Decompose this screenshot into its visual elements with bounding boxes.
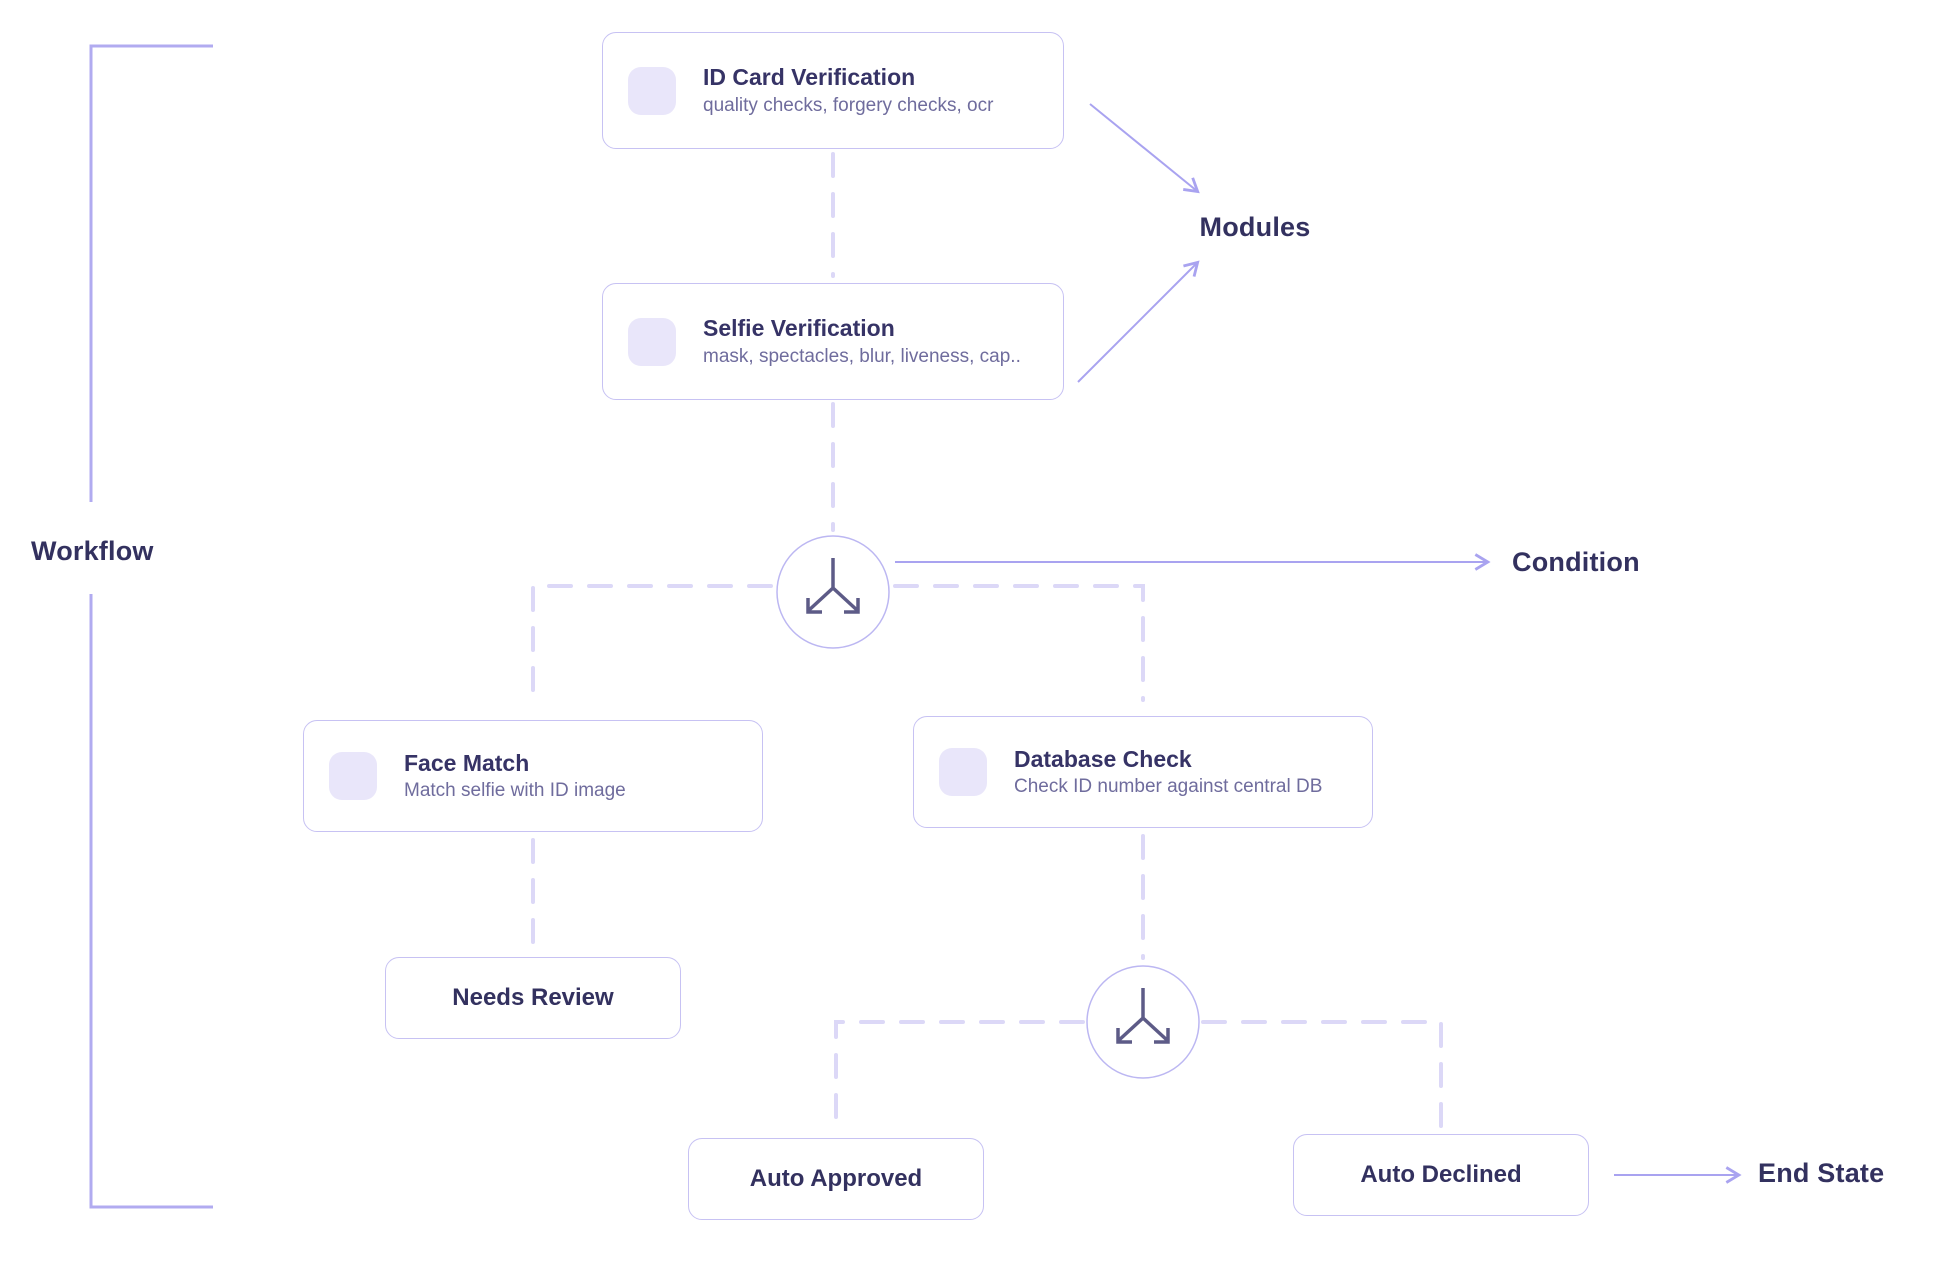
node-database-check[interactable]: Database Check Check ID number against c… — [913, 716, 1373, 828]
workflow-bracket-bottom — [89, 594, 213, 1209]
connector-condition1-dbcheck — [893, 584, 1145, 702]
label-condition: Condition — [1512, 547, 1640, 577]
label-workflow: Workflow — [31, 536, 154, 566]
condition-node-2[interactable] — [1086, 965, 1200, 1079]
condition-circle — [1086, 965, 1200, 1079]
node-text: Database Check Check ID number against c… — [1014, 745, 1322, 800]
node-subtitle: mask, spectacles, blur, liveness, cap.. — [703, 345, 1021, 367]
node-text: Selfie Verification mask, spectacles, bl… — [703, 314, 1021, 369]
node-auto-declined[interactable]: Auto Declined — [1293, 1134, 1589, 1216]
node-face-match[interactable]: Face Match Match selfie with ID image — [303, 720, 763, 832]
node-auto-approved[interactable]: Auto Approved — [688, 1138, 984, 1220]
node-subtitle: Check ID number against central DB — [1014, 776, 1323, 798]
arrow-selfie-to-modules — [1077, 260, 1200, 383]
node-id-card-verification[interactable]: ID Card Verification quality checks, for… — [602, 32, 1064, 149]
node-text: ID Card Verification quality checks, for… — [703, 63, 993, 118]
node-selfie-verification[interactable]: Selfie Verification mask, spectacles, bl… — [602, 283, 1064, 400]
label-end-state: End State — [1758, 1158, 1885, 1188]
connector-condition1-facematch — [531, 584, 773, 704]
node-title: ID Card Verification — [703, 64, 916, 91]
branch-split-icon — [806, 558, 860, 614]
node-subtitle: Match selfie with ID image — [404, 780, 626, 802]
connector-condition2-autodeclined — [1201, 1020, 1443, 1128]
workflow-bracket-top — [89, 44, 213, 502]
node-title: Selfie Verification — [703, 315, 895, 342]
node-title: Face Match — [404, 749, 530, 776]
terminal-label: Needs Review — [452, 984, 614, 1011]
connector-condition2-autoapproved — [834, 1020, 1085, 1132]
branch-split-icon — [1116, 988, 1170, 1044]
label-modules: Modules — [1199, 212, 1311, 242]
terminal-label: Auto Approved — [749, 1165, 923, 1192]
module-icon-placeholder — [628, 317, 676, 366]
node-title: Database Check — [1014, 745, 1192, 772]
node-text: Face Match Match selfie with ID image — [404, 749, 626, 804]
condition-circle — [776, 535, 890, 649]
node-subtitle: quality checks, forgery checks, ocr — [703, 94, 994, 116]
module-icon-placeholder — [628, 66, 676, 115]
module-icon-placeholder — [329, 752, 377, 800]
module-icon-placeholder — [939, 748, 987, 796]
arrow-idcard-to-modules — [1089, 103, 1200, 194]
node-needs-review[interactable]: Needs Review — [385, 957, 681, 1039]
terminal-label: Auto Declined — [1360, 1161, 1522, 1188]
condition-node-1[interactable] — [776, 535, 890, 649]
